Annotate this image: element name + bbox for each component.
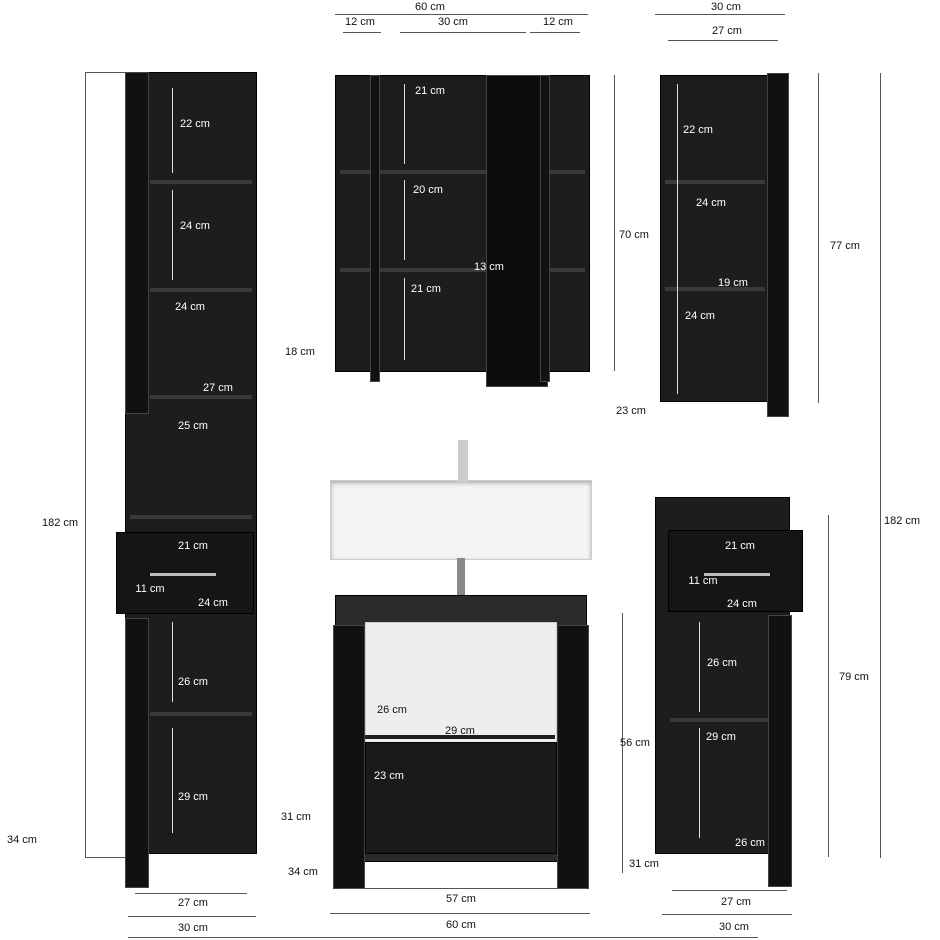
dimension-label: 56 cm	[620, 737, 650, 749]
dimension-label: 26 cm	[377, 704, 407, 716]
dimension-label: 27 cm	[178, 897, 208, 909]
dimension-label: 30 cm	[438, 16, 468, 28]
dimension-label: 77 cm	[830, 240, 860, 252]
dimension-label: 29 cm	[706, 731, 736, 743]
tall-cabinet-bottom-door[interactable]	[125, 618, 149, 888]
dimension-label: 30 cm	[711, 1, 741, 13]
dimension-label: 57 cm	[446, 893, 476, 905]
dimension-label: 31 cm	[629, 858, 659, 870]
dimension-label: 20 cm	[413, 184, 443, 196]
dimension-label: 29 cm	[178, 791, 208, 803]
dimension-label: 19 cm	[718, 277, 748, 289]
sink-cabinet-right-door[interactable]	[557, 625, 589, 889]
mirror-cabinet-right-door[interactable]	[540, 75, 550, 382]
dimension-label: 27 cm	[712, 25, 742, 37]
dimension-label: 30 cm	[719, 921, 749, 933]
wall-cabinet-door[interactable]	[767, 73, 789, 417]
dimension-label: 182 cm	[883, 515, 921, 527]
dimension-label: 12 cm	[543, 16, 573, 28]
dimension-label: 12 cm	[345, 16, 375, 28]
dimension-label: 13 cm	[474, 261, 504, 273]
dimension-label: 60 cm	[446, 919, 476, 931]
dimension-label: 21 cm	[415, 85, 445, 97]
small-cabinet-door[interactable]	[768, 615, 792, 887]
dimension-label: 24 cm	[696, 197, 726, 209]
dimension-label: 23 cm	[616, 405, 646, 417]
dimension-label: 11 cm	[135, 583, 165, 595]
dimension-label: 24 cm	[175, 301, 205, 313]
dimension-label: 27 cm	[721, 896, 751, 908]
dimension-label: 24 cm	[198, 597, 228, 609]
dimension-label: 34 cm	[7, 834, 37, 846]
dimension-label: 24 cm	[727, 598, 757, 610]
dimension-label: 21 cm	[411, 283, 441, 295]
drawer-handle[interactable]	[150, 573, 216, 576]
dimension-label: 26 cm	[707, 657, 737, 669]
dimension-label: 22 cm	[683, 124, 713, 136]
faucet	[458, 440, 468, 482]
dimension-label: 21 cm	[178, 540, 208, 552]
dimension-label: 26 cm	[735, 837, 765, 849]
dimension-label: 60 cm	[415, 1, 445, 13]
dimension-label: 79 cm	[839, 671, 869, 683]
drawer[interactable]	[668, 530, 803, 612]
dimension-label: 22 cm	[180, 118, 210, 130]
dimension-label: 25 cm	[178, 420, 208, 432]
dimension-label: 21 cm	[725, 540, 755, 552]
dimension-label: 182 cm	[41, 517, 79, 529]
dimension-label: 23 cm	[374, 770, 404, 782]
washbasin	[330, 480, 592, 560]
dimension-label: 11 cm	[688, 575, 718, 587]
dimension-label: 70 cm	[619, 229, 649, 241]
sink-cabinet-left-door[interactable]	[333, 625, 365, 889]
dimension-label: 24 cm	[685, 310, 715, 322]
drawer-handle[interactable]	[704, 573, 770, 576]
dimension-label: 24 cm	[180, 220, 210, 232]
dimension-label: 34 cm	[288, 866, 318, 878]
dimension-label: 27 cm	[203, 382, 233, 394]
dimension-label: 18 cm	[285, 346, 315, 358]
dimension-label: 26 cm	[178, 676, 208, 688]
mirror-cabinet-left-door[interactable]	[370, 75, 380, 382]
mirror-cabinet-center-door[interactable]	[486, 75, 548, 387]
dimension-label: 29 cm	[445, 725, 475, 737]
tall-cabinet-top-door[interactable]	[125, 72, 149, 414]
dimension-label: 30 cm	[178, 922, 208, 934]
dimension-label: 31 cm	[281, 811, 311, 823]
